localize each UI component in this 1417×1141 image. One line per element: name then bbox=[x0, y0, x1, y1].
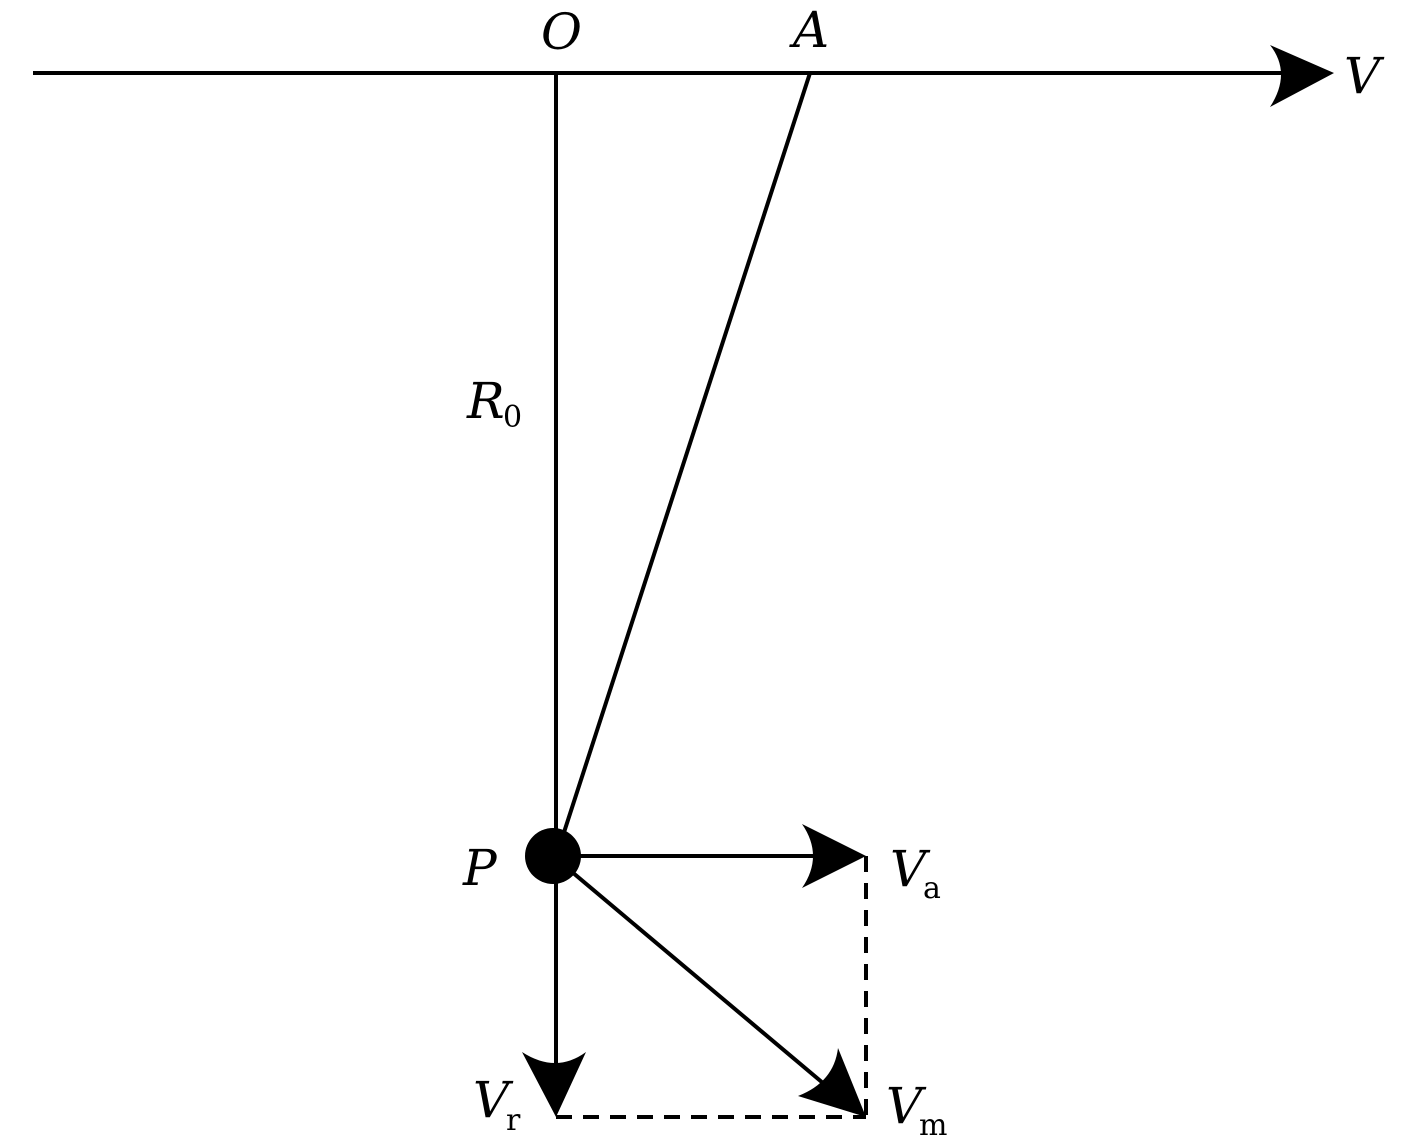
label-Vr: V r bbox=[473, 1071, 521, 1138]
label-Va-main: V bbox=[890, 840, 931, 898]
label-R0: R 0 bbox=[466, 372, 522, 435]
vector-Vm-line bbox=[551, 854, 838, 1096]
label-Va: V a bbox=[890, 840, 941, 906]
label-O: O bbox=[541, 3, 582, 61]
label-R0-subscript: 0 bbox=[503, 400, 522, 435]
axis-arrowhead bbox=[1270, 45, 1334, 107]
label-A: A bbox=[789, 1, 829, 59]
label-Va-subscript: a bbox=[923, 871, 941, 906]
label-V: V bbox=[1344, 47, 1385, 105]
vector-Va-arrowhead bbox=[802, 824, 866, 888]
label-Vm-subscript: m bbox=[919, 1108, 947, 1141]
vector-Vm-arrowhead bbox=[798, 1048, 866, 1117]
label-Vm: V m bbox=[886, 1077, 947, 1141]
label-P: P bbox=[462, 839, 498, 897]
vector-Vr-arrowhead bbox=[522, 1052, 586, 1117]
label-Vr-subscript: r bbox=[506, 1103, 521, 1138]
label-R0-main: R bbox=[466, 372, 505, 430]
line-A-to-P bbox=[554, 72, 812, 858]
label-Vr-main: V bbox=[473, 1071, 514, 1129]
label-Vm-main: V bbox=[886, 1077, 927, 1135]
